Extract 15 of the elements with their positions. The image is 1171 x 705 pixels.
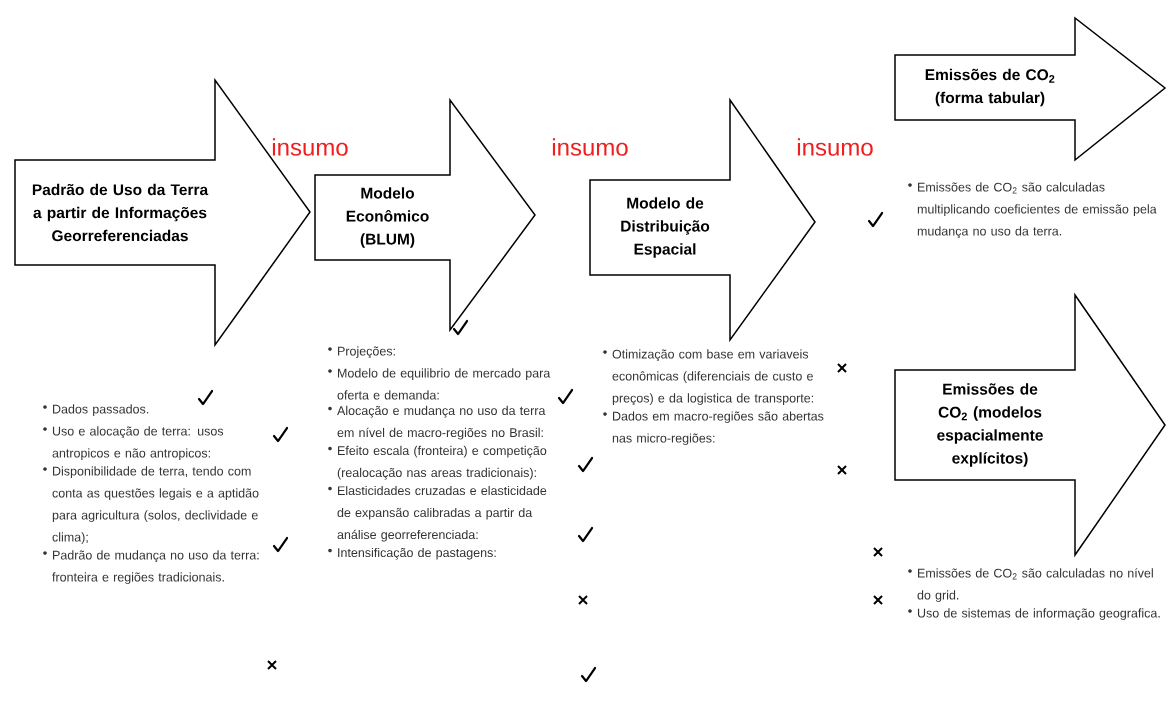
bullet-item: Emissões de CO$_{2}$ são calculadas no nível do grid. xyxy=(908,568,1153,602)
bullet-item: Dados em macro-regiões são abertas nas micro-regiões: xyxy=(603,411,824,446)
bullet-item: Dados passados. xyxy=(43,404,149,416)
bullet-item: Elasticidades cruzadas e elasticidade de expansão calibradas a partir da análise georreferenciada: xyxy=(328,485,547,542)
bullet-item: Alocação e mudança no uso da terra em nível de macro-regiões no Brasil: xyxy=(328,405,546,440)
bullet-item: Padrão de mudança no uso da terra: fronteira e regiões tradicionais. xyxy=(43,550,259,584)
bullet-item: Disponibilidade de terra, tendo com conta as questões legais e a aptidão para agricultura (solos, declividade e clima); xyxy=(43,466,259,544)
bullet-item: Projeções: xyxy=(328,346,395,359)
bullet-item: Uso e alocação de terra: usos antropicos e não antropicos: xyxy=(43,426,224,460)
bullet-item: Otimização com base em variaveis econômicas (diferenciais de custo e preços) e da logistica de transporte: xyxy=(603,349,813,406)
bullet-item: Intensificação de pastagens: xyxy=(328,547,496,560)
bullet-item: Emissões de CO$_{2}$ são calculadas multiplicando coeficientes de emissão pela mudança no uso da terra. xyxy=(908,182,1157,239)
bullet-item: Efeito escala (fronteira) e competição (realocação nas areas tradicionais): xyxy=(328,445,547,480)
bullet-item: Uso de sistemas de informação geografica. xyxy=(908,608,1160,621)
bullet-item: Modelo de equilibrio de mercado para oferta e demanda: xyxy=(328,368,551,400)
